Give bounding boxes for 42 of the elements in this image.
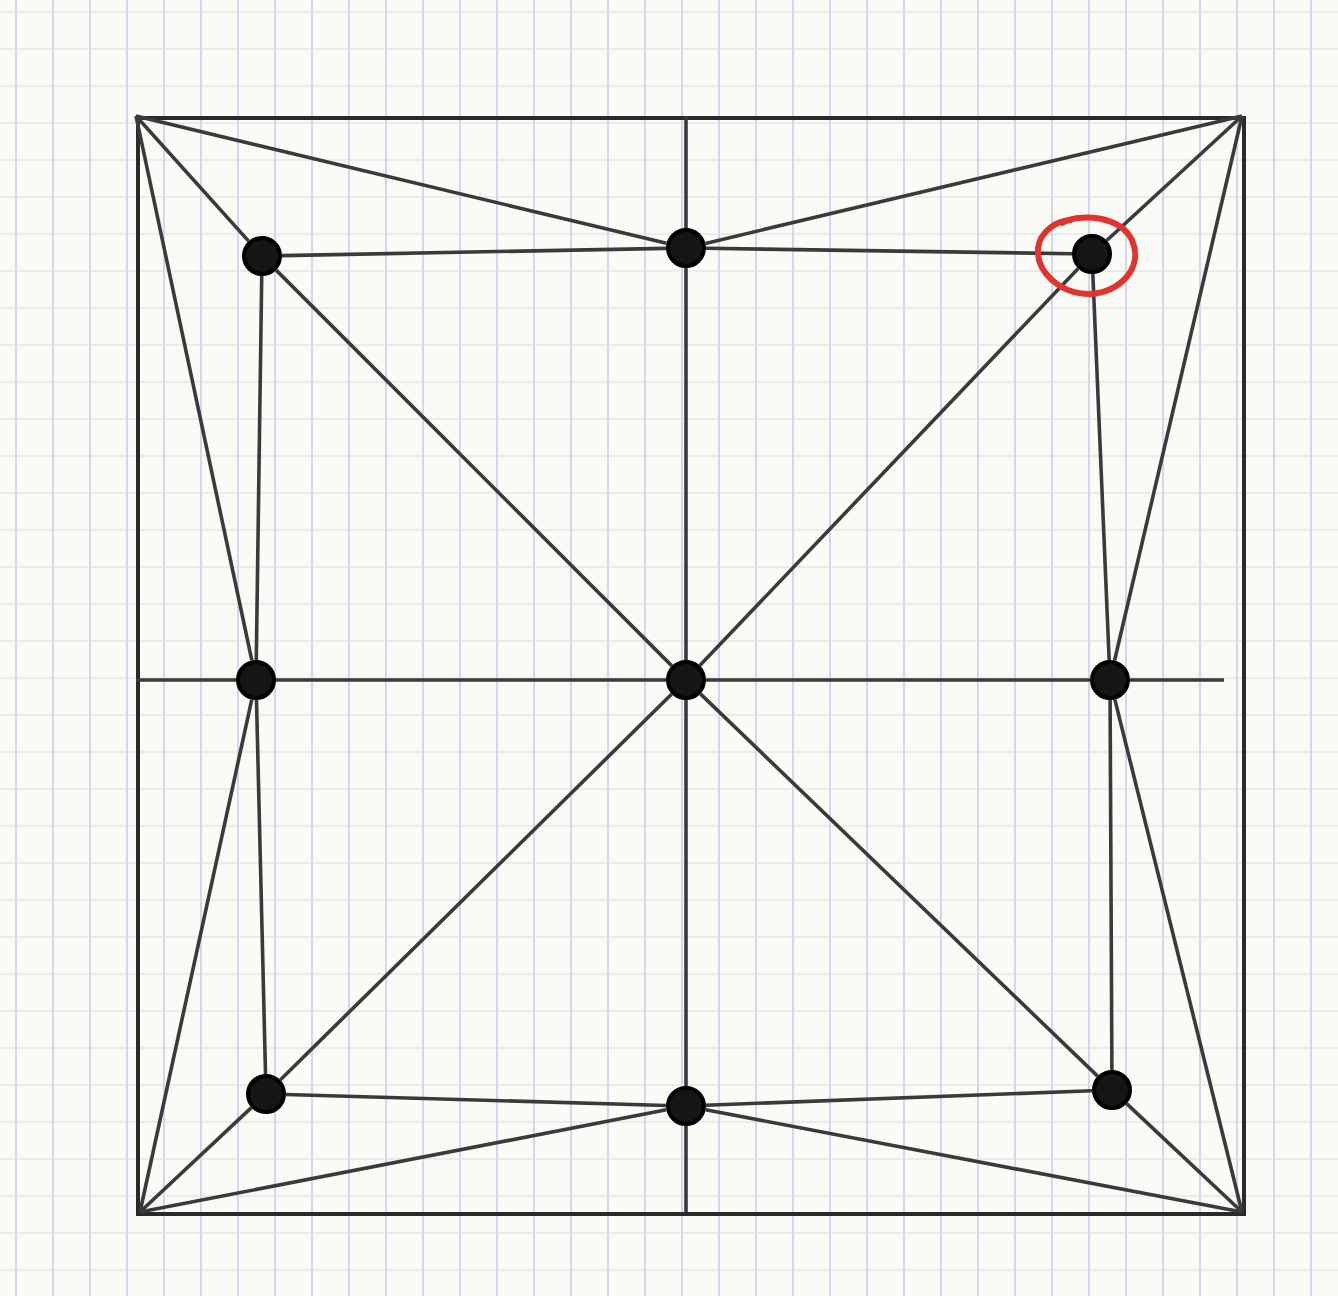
board-line [138,699,254,1213]
board-line [285,1092,667,1108]
board-line [684,1126,688,1212]
board-line [705,1108,1243,1214]
board-line [684,116,688,228]
board-line [274,268,674,668]
board-line [699,692,1099,1078]
board-line [1125,1102,1244,1214]
board-line [684,700,688,1086]
board-line [705,1088,1093,1108]
board-line [684,268,688,660]
board-line [135,114,667,246]
board-line [705,114,1243,246]
board-line [705,246,1073,256]
board-point [236,660,276,700]
board-line [278,692,674,1082]
board-line [136,678,236,682]
board-point [1092,1070,1132,1110]
board-line [1113,698,1244,1213]
board-line [1108,700,1114,1070]
board-line [139,1108,667,1214]
outer-square [136,116,1246,1216]
board-point [1090,660,1130,700]
board-line [254,699,268,1075]
board-line [1105,114,1244,242]
board-point [242,236,282,276]
board-line [254,275,264,661]
board-line [1130,678,1224,682]
board-point [666,1086,706,1126]
board-point [1072,234,1112,274]
board-line [281,246,667,258]
board-point [666,228,706,268]
board-line [706,678,1090,682]
board-point [666,660,706,700]
board-point [246,1074,286,1114]
board-line [1112,115,1244,661]
board-line [134,115,254,661]
board-line [276,678,666,682]
board-line [1091,273,1111,661]
board-line [698,267,1080,667]
board-line [138,1106,253,1214]
board-line [134,114,250,243]
